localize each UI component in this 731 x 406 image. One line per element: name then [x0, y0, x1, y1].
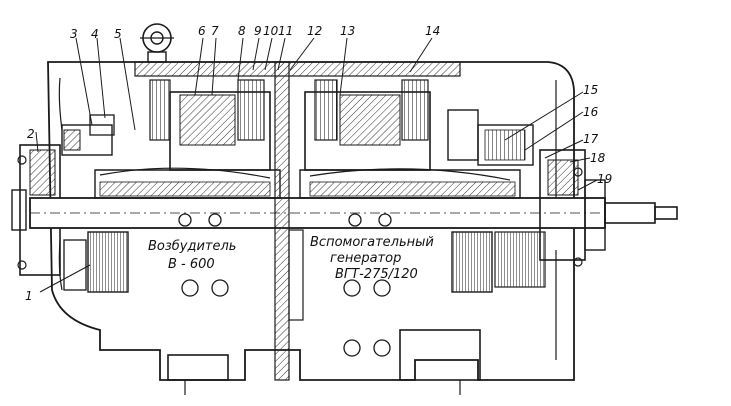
exciter-v600	[63, 79, 281, 293]
caption-exciter-line1: Возбудитель	[148, 239, 236, 254]
callout-2: 2	[27, 127, 35, 141]
caption-exciter-line2: В - 600	[168, 257, 215, 272]
auxiliary-generator-vgt275	[299, 79, 546, 293]
callout-9: 9	[254, 24, 262, 38]
machine-housing	[47, 61, 575, 381]
callout-16: 16	[583, 105, 599, 119]
callout-13: 13	[340, 24, 355, 38]
shaft	[29, 197, 678, 229]
callout-15: 15	[583, 83, 598, 97]
captions: Возбудитель В - 600 Вспомогательный гене…	[148, 235, 434, 282]
callout-8: 8	[238, 24, 246, 38]
callout-18: 18	[590, 151, 606, 165]
callout-6: 6	[198, 24, 206, 38]
callout-4: 4	[91, 27, 99, 41]
caption-generator-line2: генератор	[330, 251, 401, 266]
caption-generator-line1: Вспомогательный	[310, 235, 434, 250]
callout-14: 14	[425, 24, 440, 38]
callout-10: 10	[263, 24, 279, 38]
callout-12: 12	[307, 24, 322, 38]
callout-11: 11	[278, 24, 293, 38]
center-divider	[274, 61, 304, 381]
callout-3: 3	[70, 27, 78, 41]
caption-generator-line3: ВГТ-275/120	[335, 267, 418, 282]
lifting-eye	[140, 23, 174, 63]
bolt-holes	[178, 213, 392, 357]
callout-numbers: 1 2 3 4 5 6 7 8 9 10 11 12 13 14 15 16 1…	[25, 24, 612, 303]
callout-leaders	[35, 37, 598, 293]
left-end-shield	[11, 114, 115, 276]
callout-19: 19	[597, 172, 612, 186]
callout-5: 5	[114, 27, 122, 41]
callout-1: 1	[25, 289, 33, 303]
callout-17: 17	[583, 132, 599, 146]
mounting-feet	[167, 329, 481, 395]
callout-7: 7	[211, 24, 219, 38]
